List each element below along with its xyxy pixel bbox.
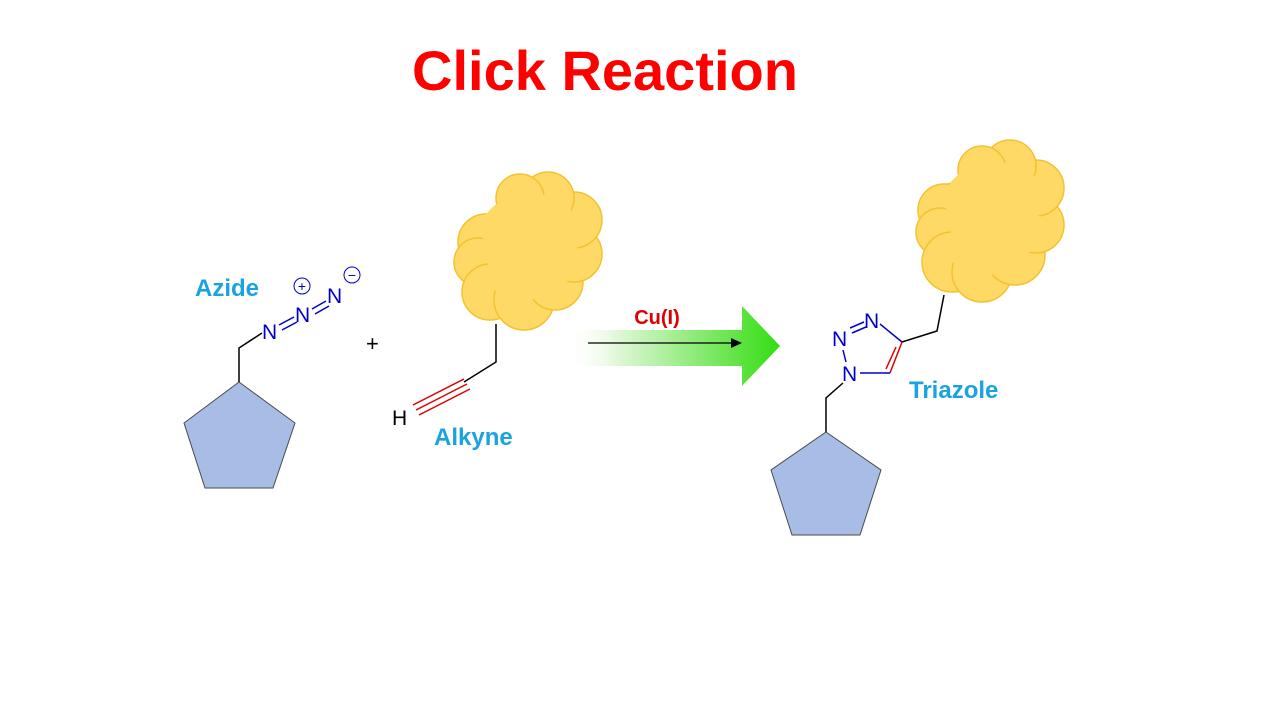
triazole-star-linker	[825, 382, 844, 432]
catalyst-label: Cu(I)	[634, 307, 680, 329]
triple-bond-1	[412, 378, 465, 406]
azide-double-bond-2a	[311, 300, 327, 310]
azide-double-bond-1a	[278, 316, 295, 326]
star-substrate-left	[183, 381, 296, 489]
azide-double-bond-2b	[314, 305, 330, 315]
negative-charge-circle	[343, 266, 361, 284]
ring-bond-n2-n3	[849, 321, 865, 329]
plus-sign: +	[366, 331, 379, 356]
azide-n2: N	[295, 304, 310, 327]
triazole-cloud-linker	[901, 294, 945, 343]
positive-charge-sign: +	[298, 278, 306, 294]
azide-n1: N	[262, 321, 277, 344]
alkyne-linker-bond	[463, 324, 497, 383]
azide-linker-bond	[238, 332, 263, 382]
cloud-substrate-right	[915, 139, 1065, 303]
positive-charge-circle	[293, 277, 311, 295]
triazole-n2: N	[832, 328, 847, 351]
triazole-n1: N	[842, 363, 857, 386]
ring-bond-c4-c5	[889, 341, 903, 374]
ring-bond-n1-n2	[842, 349, 847, 363]
ring-bond-c4-c5-inner	[885, 346, 897, 370]
triple-bond-3	[418, 388, 471, 416]
triazole-n3: N	[864, 310, 879, 333]
alkyne-hydrogen: H	[392, 407, 407, 430]
alkyne-label: Alkyne	[434, 424, 513, 451]
ring-bond-n2-n3-b	[851, 326, 867, 334]
cloud-substrate-middle	[453, 171, 603, 331]
triazole-label: Triazole	[909, 377, 998, 404]
reaction-arrow-head	[731, 338, 742, 348]
azide-label: Azide	[195, 275, 259, 302]
star-substrate-right	[770, 431, 882, 536]
azide-n3: N	[327, 285, 342, 308]
reaction-arrow-gradient	[565, 306, 780, 386]
azide-double-bond-1b	[281, 321, 298, 331]
negative-charge-sign: −	[348, 267, 356, 283]
triple-bond-2	[415, 383, 468, 411]
slide-title: Click Reaction	[412, 39, 798, 102]
ring-bond-c4-n3	[879, 323, 903, 343]
